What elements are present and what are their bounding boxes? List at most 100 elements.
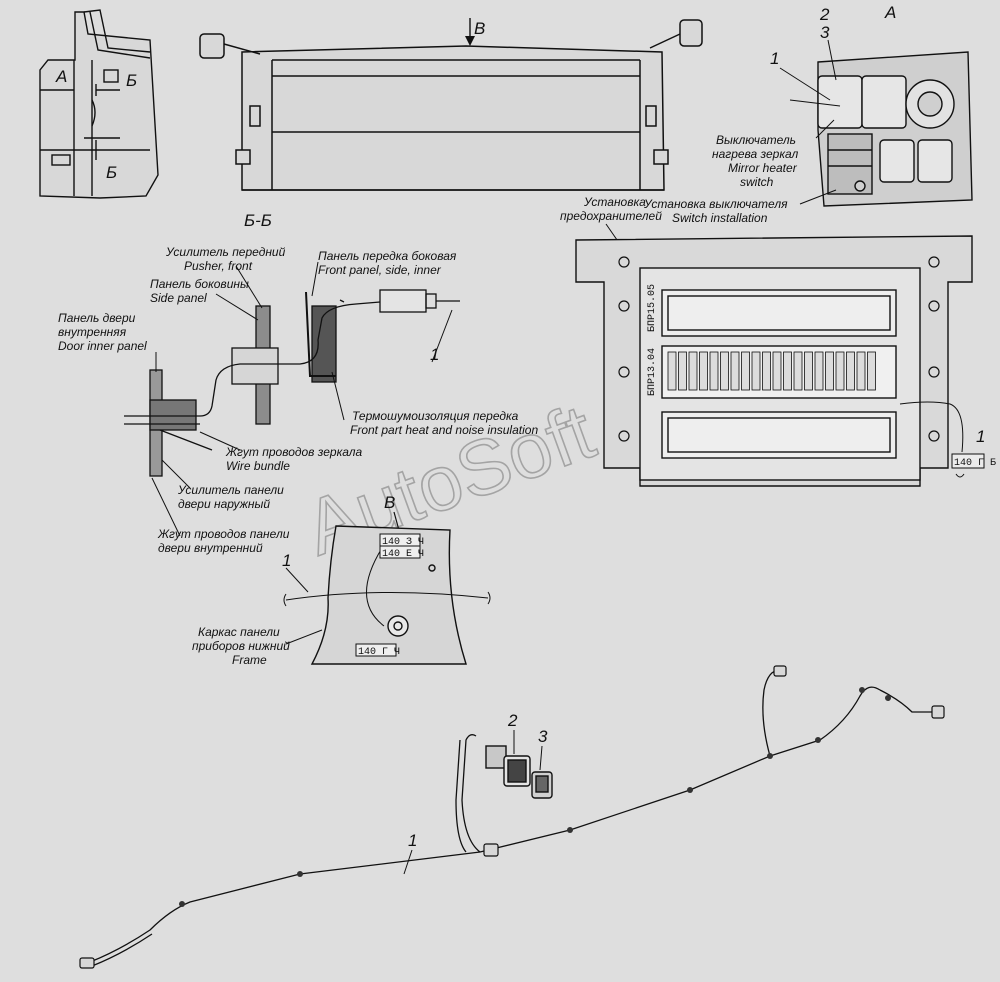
fuse-cell bbox=[741, 351, 750, 391]
view-b-frame bbox=[283, 525, 491, 665]
harness-clip bbox=[767, 753, 773, 759]
fuse-harness-wire bbox=[899, 401, 965, 478]
bb-callout-1: 1 bbox=[430, 345, 439, 364]
view-b-frame-ru-1: Каркас панели bbox=[198, 625, 280, 639]
fuse-callout-1: 1 bbox=[976, 427, 985, 446]
harness-switch-parts bbox=[485, 745, 553, 799]
fuse-cell bbox=[709, 351, 719, 391]
fuse-cell bbox=[762, 351, 771, 391]
fuse-title-1: Установка bbox=[583, 195, 646, 209]
fuse-cell bbox=[793, 351, 803, 391]
section-bb-drawing bbox=[124, 289, 460, 477]
door-label-b-top: Б bbox=[126, 71, 137, 90]
door-label-b-bottom: Б bbox=[106, 163, 117, 182]
fuse-cell bbox=[825, 351, 834, 391]
view-b-frame-leader bbox=[285, 629, 323, 645]
section-bb-title: Б-Б bbox=[244, 211, 272, 230]
fuse-title-2: предохранителей bbox=[560, 209, 662, 223]
view-a-switch-ru-2: нагрева зеркал bbox=[712, 147, 799, 161]
fuse-cell bbox=[720, 351, 729, 391]
harness-connectors bbox=[79, 665, 945, 969]
harness-clip bbox=[885, 695, 891, 701]
harness-clip bbox=[567, 827, 573, 833]
harness-clip bbox=[859, 687, 865, 693]
bb-door-outer-ru-1: Усилитель панели bbox=[177, 483, 284, 497]
bb-door-harness-ru-1: Жгут проводов панели bbox=[157, 527, 290, 541]
bb-side-panel-en: Side panel bbox=[150, 291, 207, 305]
fuse-cell bbox=[867, 351, 876, 391]
harness-callout-2: 2 bbox=[507, 711, 518, 730]
fuse-cell bbox=[699, 351, 708, 391]
view-b-tag-1: 140 З Ч bbox=[382, 537, 424, 548]
bb-front-panel-en: Front panel, side, inner bbox=[318, 263, 442, 277]
harness-nodes bbox=[179, 687, 891, 907]
view-a-switch-ru-1: Выключатель bbox=[716, 133, 796, 147]
fuse-cell bbox=[678, 351, 687, 391]
harness-clip bbox=[297, 871, 303, 877]
bb-insulation-en: Front part heat and noise insulation bbox=[350, 423, 538, 437]
fuse-block-mid-label: БПР13.04 bbox=[647, 348, 658, 396]
view-a-switch-en-1: Mirror heater bbox=[728, 161, 798, 175]
fuse-box-drawing bbox=[575, 235, 973, 487]
bb-door-harness-ru-2: двери внутренний bbox=[158, 541, 263, 555]
top-panel-view bbox=[199, 19, 703, 191]
harness-leader-1 bbox=[403, 849, 413, 875]
view-b-tag-3: 140 Г Ч bbox=[358, 647, 400, 658]
view-b-frame-ru-2: приборов нижний bbox=[192, 639, 290, 653]
bb-front-panel-ru: Панель передка боковая bbox=[318, 249, 457, 263]
fuse-cell bbox=[846, 351, 855, 391]
fuse-cell bbox=[804, 351, 813, 391]
view-b-title: В bbox=[384, 493, 395, 512]
fuse-cell bbox=[667, 351, 677, 391]
section-bb-leaders bbox=[151, 261, 453, 537]
fuse-cell bbox=[783, 351, 792, 391]
fuse-tag: 140 Г Б bbox=[954, 458, 996, 469]
view-a-switch-en-2: switch bbox=[740, 175, 774, 189]
view-a-install-ru: Установка выключателя bbox=[643, 197, 788, 211]
fuse-row bbox=[667, 351, 876, 391]
fuse-cell bbox=[688, 351, 698, 391]
harness-clip bbox=[815, 737, 821, 743]
harness-leader-3 bbox=[539, 745, 543, 771]
bb-door-outer-ru-2: двери наружный bbox=[178, 497, 270, 511]
fuse-cell bbox=[856, 351, 866, 391]
view-b-tag-2: 140 Е Ч bbox=[382, 549, 424, 560]
harness-callout-3: 3 bbox=[538, 727, 548, 746]
fuse-block-top-label: БПР15.05 bbox=[647, 284, 658, 332]
fuse-cell bbox=[751, 351, 761, 391]
door-side-view bbox=[39, 9, 159, 199]
bb-pusher-en: Pusher, front bbox=[184, 259, 253, 273]
door-label-a: А bbox=[55, 67, 67, 86]
fuse-cell bbox=[730, 351, 740, 391]
view-b-tag-3-box bbox=[355, 643, 397, 657]
harness-clip bbox=[687, 787, 693, 793]
fuse-cell bbox=[772, 351, 782, 391]
harness-clip bbox=[179, 901, 185, 907]
view-a-leaders bbox=[779, 39, 841, 205]
view-a-console bbox=[817, 51, 973, 207]
bb-door-inner-en: Door inner panel bbox=[58, 339, 147, 353]
view-b-callout-leader bbox=[285, 567, 309, 593]
bb-pusher-ru: Усилитель передний bbox=[165, 245, 286, 259]
view-b-callout-1: 1 bbox=[282, 551, 291, 570]
bb-mirror-bundle-en: Wire bundle bbox=[226, 459, 290, 473]
bb-side-panel-ru: Панель боковины bbox=[150, 277, 249, 291]
bb-door-inner-ru-1: Панель двери bbox=[58, 311, 136, 325]
view-a-callout-2: 2 bbox=[819, 5, 830, 24]
top-view-arrow-label: В bbox=[474, 19, 485, 38]
view-a-callout-3: 3 bbox=[820, 23, 830, 42]
view-b-tag-2-box bbox=[379, 545, 421, 559]
bb-mirror-bundle-ru: Жгут проводов зеркала bbox=[225, 445, 363, 459]
view-a-install-en: Switch installation bbox=[672, 211, 768, 225]
harness-callout-1: 1 bbox=[408, 831, 417, 850]
bb-insulation-ru: Термошумоизоляция передка bbox=[352, 409, 519, 423]
view-b-frame-en: Frame bbox=[232, 653, 267, 667]
fuse-cell bbox=[814, 351, 824, 391]
fuse-tag-box bbox=[951, 453, 985, 469]
view-a-callout-1: 1 bbox=[770, 49, 779, 68]
direction-arrowhead-b bbox=[465, 36, 475, 46]
bb-door-inner-ru-2: внутренняя bbox=[58, 325, 127, 339]
view-a-title: А bbox=[884, 3, 896, 22]
fuse-cell bbox=[835, 351, 845, 391]
